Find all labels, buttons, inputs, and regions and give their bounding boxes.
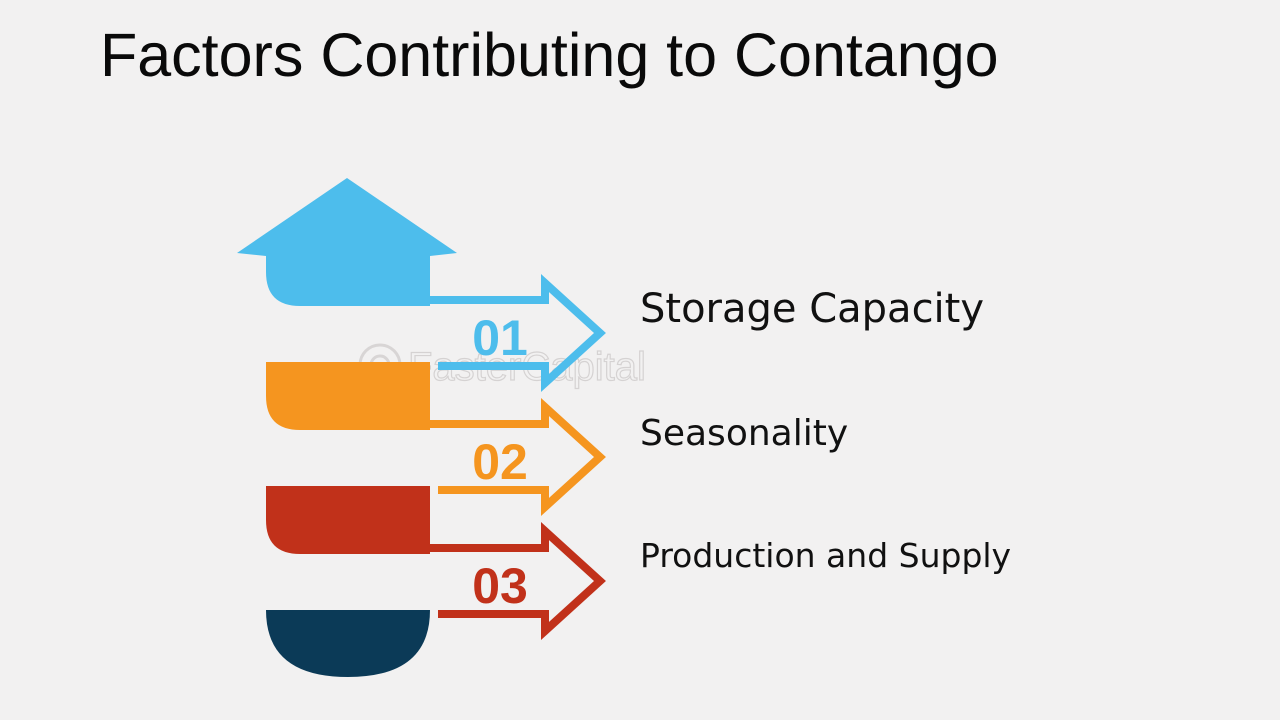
house-roof-icon [237,178,457,306]
step-3-label: Production and Supply [640,536,1011,575]
step-3-band [266,486,430,554]
step-3-arrow-icon [430,521,606,641]
step-2-band [266,362,430,430]
step-2: 02 Seasonality [266,362,848,517]
step-2-arrow-icon [430,397,606,517]
step-1-number: 01 [472,310,528,366]
step-2-label: Seasonality [640,413,848,454]
slide-title: Factors Contributing to Contango [100,21,999,89]
step-1-arrow-icon [430,273,606,393]
half-circle-base-icon [266,610,430,677]
step-1: 01 Storage Capacity [237,178,984,393]
step-2-number: 02 [472,434,528,490]
step-1-label: Storage Capacity [640,286,984,332]
step-3: 03 Production and Supply [266,486,1011,641]
step-3-number: 03 [472,558,528,614]
